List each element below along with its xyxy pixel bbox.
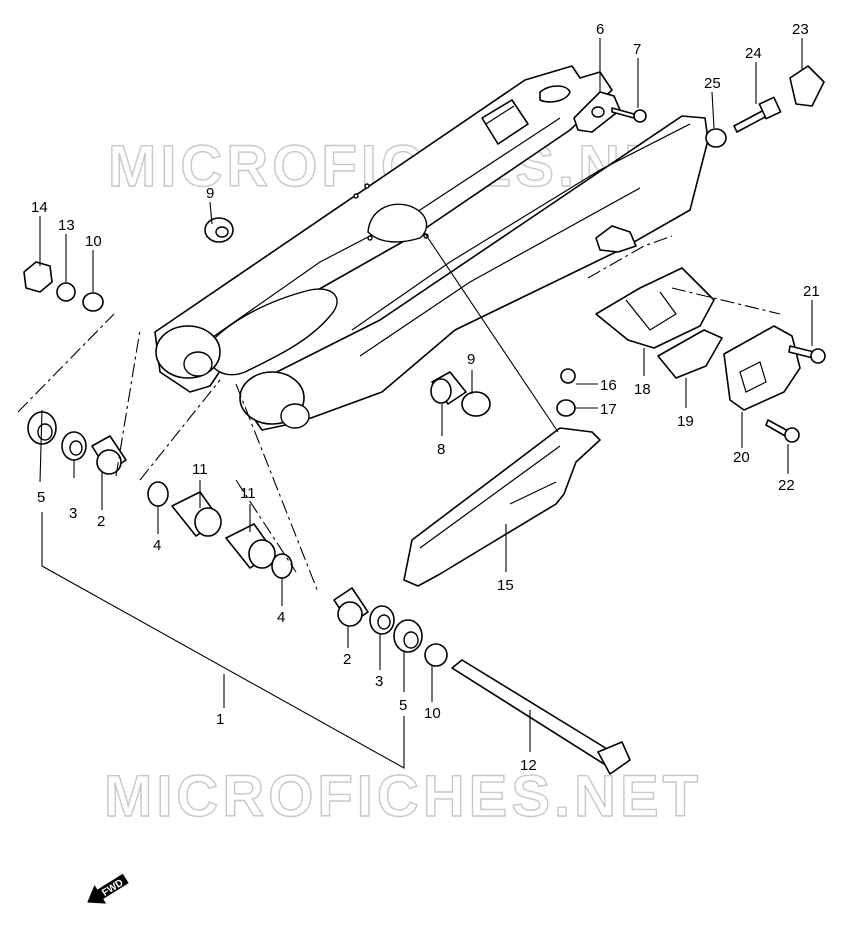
part-14-nut <box>23 261 53 293</box>
label-21: 21 <box>803 283 820 300</box>
part-9-collar <box>461 391 491 417</box>
callout-labels: 1 2 2 3 3 4 4 5 5 6 7 8 9 9 10 10 11 11 … <box>31 21 820 774</box>
part-3-seal-right <box>369 605 395 635</box>
label-17: 17 <box>600 401 617 418</box>
assembly-lines <box>17 235 781 593</box>
swingarm <box>154 65 709 431</box>
label-9-mid: 9 <box>467 351 475 368</box>
part-23-clip <box>789 65 825 107</box>
label-24: 24 <box>745 45 762 62</box>
label-5-left: 5 <box>37 489 45 506</box>
part-10-washer-top <box>82 292 104 312</box>
part-5-bearing-right <box>393 619 423 653</box>
label-16: 16 <box>600 377 617 394</box>
label-19: 19 <box>677 413 694 430</box>
label-14: 14 <box>31 199 48 216</box>
part-21-bolt <box>788 345 826 364</box>
part-17-collar <box>556 399 576 417</box>
part-18-chain-guide <box>595 267 715 349</box>
label-20: 20 <box>733 449 750 466</box>
label-2-left: 2 <box>97 513 105 530</box>
label-7: 7 <box>633 41 641 58</box>
label-1: 1 <box>216 711 224 728</box>
part-12-pivot-shaft <box>451 659 631 775</box>
part-9-collar-top <box>204 217 234 243</box>
part-19-slider <box>657 329 723 379</box>
part-8-bush <box>430 371 467 405</box>
part-24-bolt <box>733 96 782 133</box>
fwd-arrow-icon: FWD <box>87 873 129 904</box>
part-13-washer <box>56 282 76 302</box>
label-25: 25 <box>704 75 721 92</box>
part-10-washer-bottom <box>424 643 448 667</box>
label-5-right: 5 <box>399 697 407 714</box>
label-15: 15 <box>497 577 514 594</box>
label-9-top: 9 <box>206 185 214 202</box>
label-10-top: 10 <box>85 233 102 250</box>
label-23: 23 <box>792 21 809 38</box>
label-18: 18 <box>634 381 651 398</box>
label-10-bottom: 10 <box>424 705 441 722</box>
label-11-right: 11 <box>240 485 256 502</box>
label-6: 6 <box>596 21 604 38</box>
part-7-bolt <box>611 107 647 123</box>
label-11-left: 11 <box>192 461 208 478</box>
part-25-nut <box>705 128 727 148</box>
label-2-right: 2 <box>343 651 351 668</box>
label-3-right: 3 <box>375 673 383 690</box>
part-15-chain-slider <box>403 427 601 587</box>
part-4-washer-right <box>271 553 293 579</box>
part-16-screw <box>560 368 576 384</box>
label-8: 8 <box>437 441 445 458</box>
label-13: 13 <box>58 217 75 234</box>
label-4-right: 4 <box>277 609 285 626</box>
label-3-left: 3 <box>69 505 77 522</box>
part-22-bolt <box>765 419 800 443</box>
part-4-washer-left <box>147 481 169 507</box>
label-12: 12 <box>520 757 537 774</box>
leader-lines <box>39 38 813 769</box>
part-3-seal-left <box>61 431 87 461</box>
watermark-bottom: MICROFICHES.NET <box>104 764 702 829</box>
label-22: 22 <box>778 477 795 494</box>
label-4-left: 4 <box>153 537 161 554</box>
